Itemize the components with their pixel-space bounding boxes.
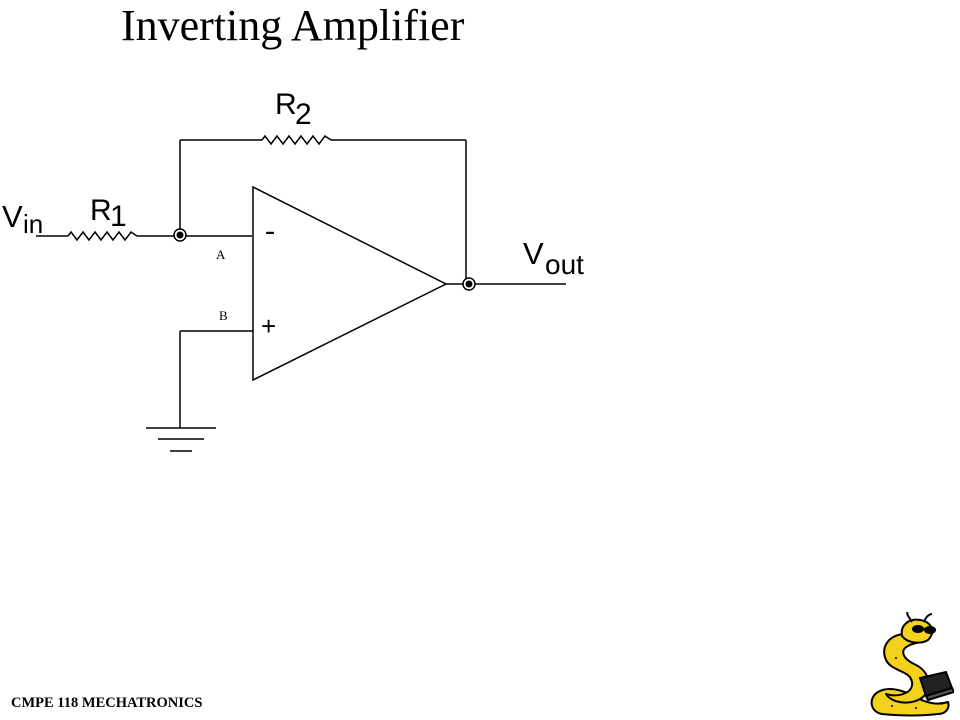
- op-amp-triangle: [252, 185, 448, 382]
- vin-label-subscript: in: [23, 209, 43, 239]
- node-inverting-junction: [173, 228, 187, 242]
- r1-label-letter: R: [90, 194, 112, 227]
- course-footer: CMPE 118 MECHATRONICS: [11, 695, 203, 711]
- banana-slug-mascot-logo: [870, 612, 954, 717]
- minus-sign: -: [265, 214, 275, 247]
- vout-label-letter: V: [523, 236, 544, 271]
- r1-label-subscript: 1: [110, 200, 127, 233]
- vin-label-letter: V: [2, 199, 23, 234]
- resistor-r1: [67, 230, 138, 242]
- r2-label-letter: R: [275, 88, 297, 121]
- ground-symbol: [146, 427, 216, 452]
- node-b-label: B: [219, 308, 228, 323]
- vout-label-subscript: out: [545, 249, 584, 280]
- resistor-r2: [261, 134, 332, 146]
- page-title: Inverting Amplifier: [121, 1, 465, 50]
- plus-sign: +: [261, 311, 276, 341]
- node-output-junction: [462, 277, 476, 291]
- r2-label-subscript: 2: [295, 98, 312, 131]
- node-a-label: A: [216, 247, 226, 262]
